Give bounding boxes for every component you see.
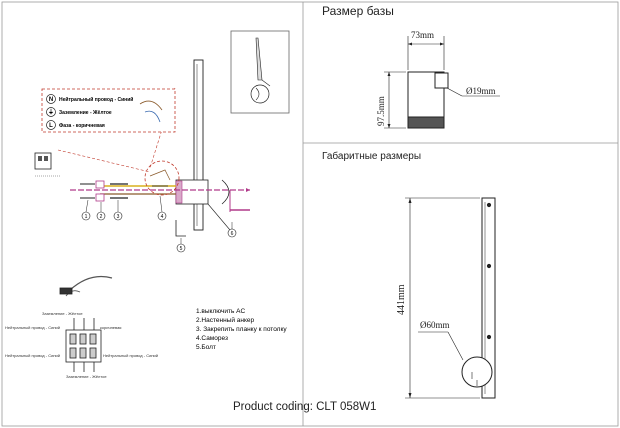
part-number-4: 4: [161, 214, 164, 220]
overall-height-label: 441mm: [396, 284, 407, 315]
overall-size-title: Габаритные размеры: [322, 150, 421, 162]
base-size-title: Размер базы: [322, 4, 394, 18]
part-number-markers: 1 2 3 4 5 6: [81, 211, 237, 253]
part-number-2: 2: [100, 214, 103, 220]
legend-text-ground: Заземление - Жёлтое: [59, 110, 112, 116]
note-neutral-left: Нейтральный провод - Синий: [5, 325, 60, 330]
part-number-1: 1: [85, 214, 88, 220]
note-phase: коричневая: [100, 325, 121, 330]
step-5: 5.Болт: [196, 344, 216, 351]
step-3: 3. Закрепить планку к потолку: [196, 326, 287, 333]
legend-symbol-phase: L: [49, 123, 53, 129]
base-diameter-label: Ø19mm: [466, 86, 496, 96]
step-4: 4.Саморез: [196, 335, 228, 342]
terminal-detail: [59, 275, 113, 372]
note-neutral-left-2: Нейтральный провод - Синий: [5, 353, 60, 358]
legend-symbol-ground: ⏚: [48, 109, 54, 116]
overall-drawing: [405, 197, 496, 399]
legend-text-phase: Фаза - коричневая: [59, 123, 105, 129]
base-width-label: 73mm: [411, 30, 434, 40]
installation-drawing: [34, 30, 290, 244]
part-number-3: 3: [117, 214, 120, 220]
wiring-legend: [41, 88, 176, 133]
part-number-5: 5: [180, 246, 183, 252]
step-2: 2.Настенный анкер: [196, 316, 255, 324]
note-neutral-right: Нейтральный провод - Синий: [103, 353, 158, 358]
note-ground: Заземление - Жёлтое: [42, 311, 83, 316]
overall-diameter-label: Ø60mm: [420, 320, 450, 330]
product-coding: Product coding: CLT 058W1: [233, 401, 376, 413]
note-ground-bottom: Заземление - Жёлтое: [66, 374, 107, 379]
part-number-6: 6: [231, 231, 234, 237]
legend-text-neutral: Нейтральный провод - Синий: [59, 96, 133, 103]
base-height-label: 97.5mm: [376, 96, 386, 126]
base-drawing: [384, 36, 500, 129]
legend-symbol-neutral: N: [49, 97, 53, 103]
step-1: 1.выключить AC: [196, 308, 246, 315]
